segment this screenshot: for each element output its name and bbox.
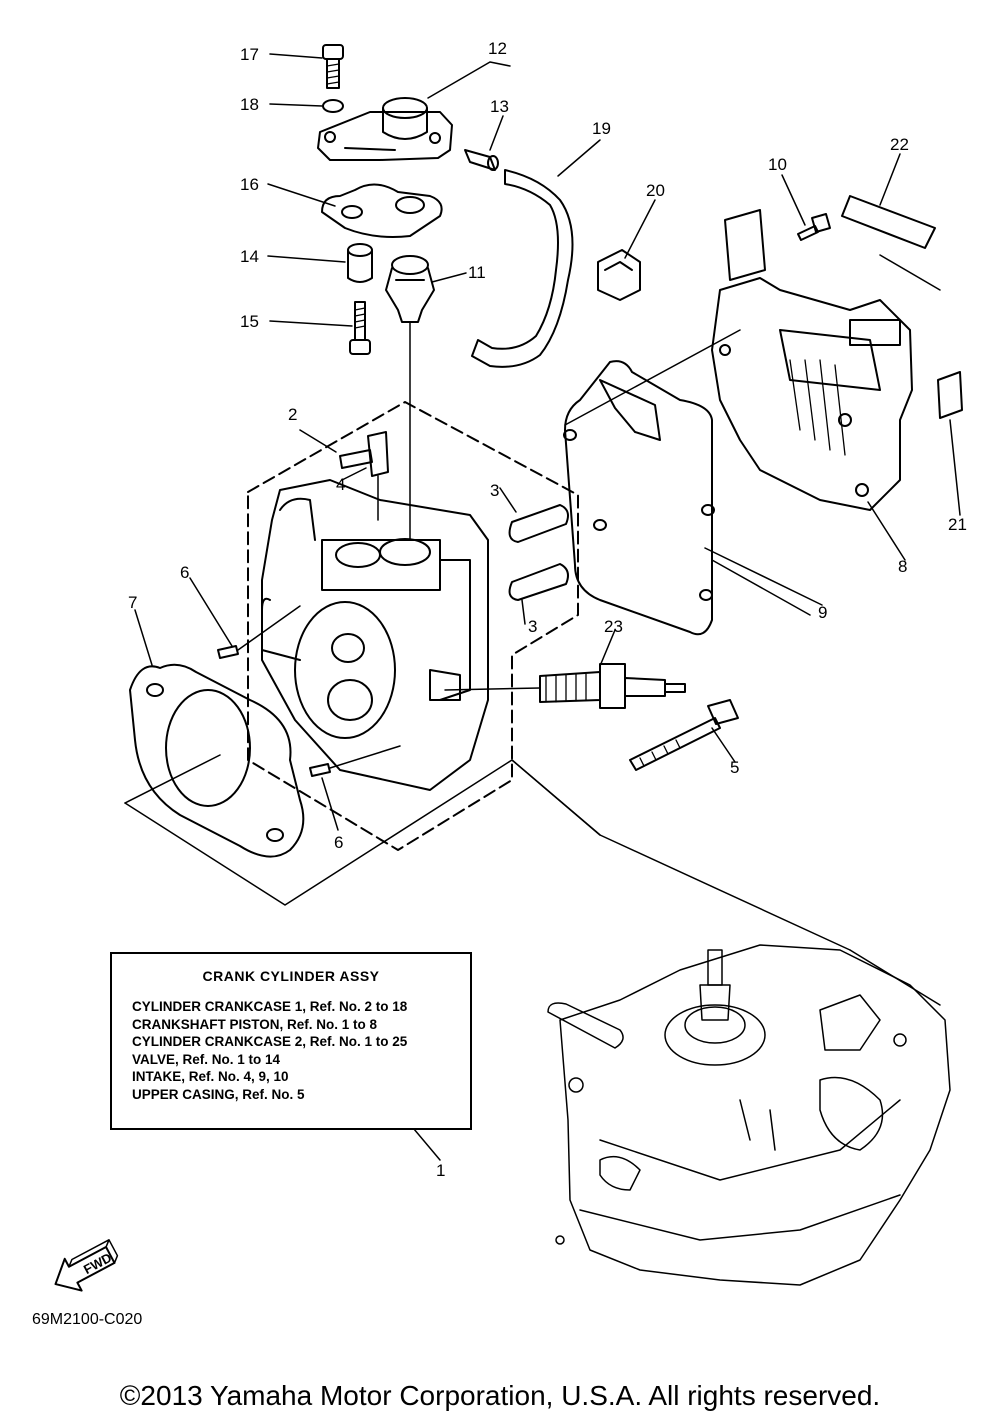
note-title: CRANK CYLINDER ASSY bbox=[202, 968, 380, 984]
hose-part bbox=[471, 169, 574, 368]
callout-10: 10 bbox=[768, 155, 787, 174]
note-line: VALVE, Ref. No. 1 to 14 bbox=[132, 1051, 281, 1067]
callout-9: 9 bbox=[818, 603, 827, 622]
leader-lines bbox=[134, 53, 961, 831]
bolt-part bbox=[629, 699, 739, 771]
cylinder-group-outline bbox=[247, 401, 579, 851]
note-line: CRANKSHAFT PISTON, Ref. No. 1 to 8 bbox=[132, 1016, 378, 1032]
label-plate-part bbox=[841, 195, 936, 249]
callout-13: 13 bbox=[490, 97, 509, 116]
callout-4: 4 bbox=[336, 475, 345, 494]
bolt-part bbox=[797, 213, 831, 241]
cylinder-head-part bbox=[317, 97, 453, 161]
crankcase-part bbox=[547, 944, 951, 1286]
elbow-fitting-part bbox=[339, 431, 389, 477]
intake-gasket-part bbox=[563, 360, 715, 636]
callout-19: 19 bbox=[592, 119, 611, 138]
fwd-arrow-icon: FWD bbox=[54, 1239, 119, 1292]
callout-15: 15 bbox=[240, 312, 259, 331]
projection-line bbox=[124, 759, 851, 951]
intake-manifold-part bbox=[711, 209, 913, 511]
callout-3: 3 bbox=[490, 481, 499, 500]
label-part bbox=[937, 371, 963, 419]
callout-17: 17 bbox=[240, 45, 259, 64]
callout-20: 20 bbox=[646, 181, 665, 200]
dowel-part bbox=[508, 504, 569, 601]
bolt-part bbox=[322, 44, 344, 89]
copyright-notice: ©2013 Yamaha Motor Corporation, U.S.A. A… bbox=[119, 1380, 881, 1411]
callout-8: 8 bbox=[898, 557, 907, 576]
cylinder-block-part bbox=[261, 479, 489, 791]
callout-2: 2 bbox=[288, 405, 297, 424]
callout-12: 12 bbox=[488, 39, 507, 58]
cylinder-gasket-part bbox=[129, 663, 305, 858]
projection-line bbox=[564, 329, 741, 426]
note-lines: CYLINDER CRANKCASE 1, Ref. No. 2 to 18 C… bbox=[132, 998, 407, 1103]
bolt-part bbox=[349, 301, 371, 355]
diagram-code: 69M2100-C020 bbox=[32, 1311, 143, 1328]
callout-14: 14 bbox=[240, 247, 259, 266]
dowel-pin-part bbox=[217, 645, 239, 659]
callout-5: 5 bbox=[730, 758, 739, 777]
projection-line bbox=[124, 754, 221, 804]
head-gasket-part bbox=[321, 183, 443, 238]
thermostat-part bbox=[385, 255, 435, 323]
assembly-note-box: CRANK CYLINDER ASSY CYLINDER CRANKCASE 1… bbox=[110, 952, 472, 1130]
callout-16: 16 bbox=[240, 175, 259, 194]
projection-line bbox=[511, 759, 601, 836]
callout-22: 22 bbox=[890, 135, 909, 154]
clip-part bbox=[597, 249, 641, 301]
collar-part bbox=[347, 243, 373, 283]
callout-11: 11 bbox=[468, 263, 486, 282]
callout-3b: 3 bbox=[528, 617, 537, 636]
callout-1: 1 bbox=[436, 1161, 445, 1180]
callout-6: 6 bbox=[180, 563, 189, 582]
projection-line bbox=[711, 559, 811, 616]
callout-7: 7 bbox=[128, 593, 137, 612]
note-line: UPPER CASING, Ref. No. 5 bbox=[132, 1086, 305, 1102]
washer-part bbox=[322, 99, 344, 113]
spark-plug-part bbox=[539, 663, 686, 709]
fitting-part bbox=[464, 149, 499, 171]
callout-23: 23 bbox=[604, 617, 623, 636]
projection-line bbox=[879, 254, 941, 291]
dowel-pin-part bbox=[309, 763, 331, 777]
callout-numbers: 1 2 3 3 4 5 6 6 7 8 9 10 11 12 13 14 15 … bbox=[128, 39, 967, 1180]
callout-18: 18 bbox=[240, 95, 259, 114]
note-line: CYLINDER CRANKCASE 1, Ref. No. 2 to 18 bbox=[132, 999, 408, 1014]
callout-21: 21 bbox=[948, 515, 967, 534]
callout-6b: 6 bbox=[334, 833, 343, 852]
note-line: CYLINDER CRANKCASE 2, Ref. No. 1 to 25 bbox=[132, 1034, 408, 1049]
note-line: INTAKE, Ref. No. 4, 9, 10 bbox=[132, 1069, 289, 1084]
